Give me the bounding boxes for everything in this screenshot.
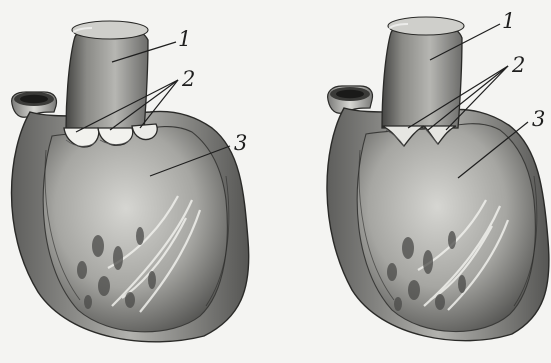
left-label-3: 3 [234,131,247,155]
left-label-2: 2 [181,67,195,91]
left-heart [12,21,249,342]
right-label-1: 1 [502,9,515,33]
left-label-1: 1 [178,27,191,51]
right-ventricle-cavity [357,124,535,332]
left-aorta [66,24,148,130]
right-label-2: 2 [511,53,525,77]
right-label-3: 3 [532,107,545,131]
